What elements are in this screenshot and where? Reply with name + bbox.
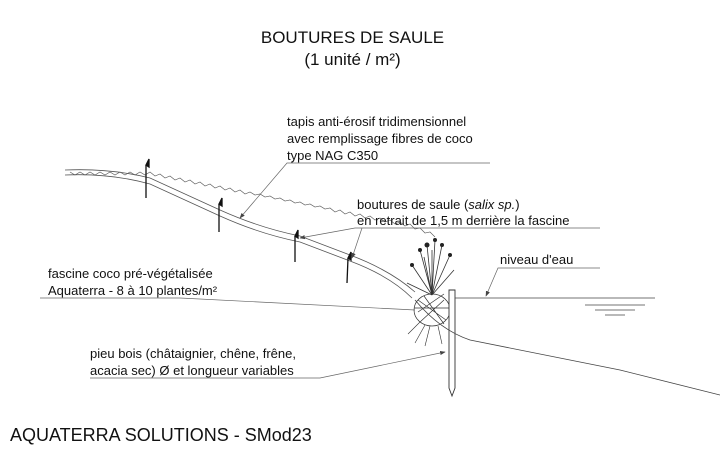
- footer-credit: AQUATERRA SOLUTIONS - SMod23: [10, 425, 312, 445]
- label-pieu-1: pieu bois (châtaignier, chêne, frêne,: [90, 346, 296, 361]
- slope-mat: [64, 169, 436, 299]
- water-level: [455, 297, 655, 316]
- label-boutures-suffix: ): [515, 197, 520, 212]
- label-boutures-2: en retrait de 1,5 m derrière la fascine: [357, 213, 570, 228]
- label-tapis-2: avec remplissage fibres de coco: [287, 131, 473, 146]
- leader-lines: [40, 162, 600, 379]
- label-niveau: niveau d'eau: [500, 252, 574, 267]
- label-fascine-2: Aquaterra - 8 à 10 plantes/m²: [48, 283, 218, 298]
- diagram-subtitle: (1 unité / m²): [304, 50, 401, 69]
- label-pieu-2: acacia sec) Ø et longueur variables: [90, 363, 294, 378]
- label-boutures-prefix: boutures de saule (: [357, 197, 469, 212]
- label-boutures-1: boutures de saule (salix sp.): [357, 196, 520, 213]
- willow-cuttings: [145, 158, 352, 284]
- label-tapis-1: tapis anti-érosif tridimensionnel: [287, 114, 467, 129]
- fascine-roll: [406, 238, 455, 347]
- label-boutures-species: salix sp.: [468, 197, 516, 212]
- label-fascine-1: fascine coco pré-végétalisée: [48, 266, 213, 281]
- wooden-stake: [448, 289, 456, 398]
- ground-line: [414, 299, 720, 396]
- diagram-title: BOUTURES DE SAULE: [260, 28, 445, 47]
- label-tapis-3: type NAG C350: [287, 148, 379, 163]
